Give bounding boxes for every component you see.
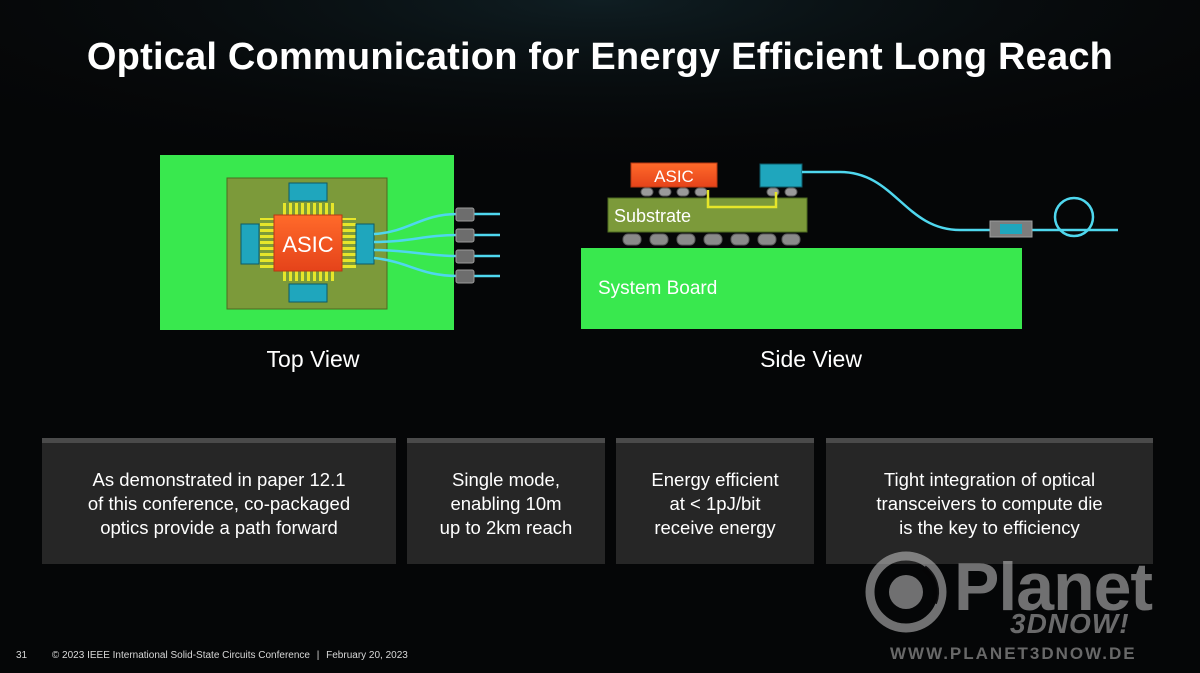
system-board-label: System Board [598, 278, 717, 299]
side-view-asic-label: ASIC [654, 167, 694, 186]
top-view-fibers [373, 212, 500, 278]
info-text-cpo: As demonstrated in paper 12.1 of this co… [87, 468, 351, 538]
transceiver-left [240, 223, 260, 265]
asic-pins-left [260, 218, 274, 268]
interconnect-trace [706, 190, 778, 209]
info-box-integration: Tight integration of optical transceiver… [826, 438, 1153, 564]
top-view-caption: Top View [266, 346, 360, 372]
side-view-transceiver [759, 163, 803, 188]
asic-pins-right [342, 218, 356, 268]
info-text-single-mode: Single mode, enabling 10m up to 2km reac… [439, 468, 573, 538]
info-text-energy: Energy efficient at < 1pJ/bit receive en… [651, 468, 779, 538]
footer-separator: | [316, 650, 320, 661]
watermark: Planet 3DNOW! WWW.PLANET3DNOW.DE [862, 548, 1192, 668]
fiber-connector-core [1000, 224, 1022, 234]
top-view-asic-label: ASIC [282, 232, 333, 257]
side-view-caption: Side View [760, 346, 862, 372]
side-view-diagram: System Board Substrate ASIC [581, 162, 1118, 329]
substrate-label: Substrate [614, 206, 691, 226]
system-board [581, 248, 1022, 329]
transceiver-right [355, 223, 375, 265]
top-view-connectors [455, 207, 475, 284]
transceiver-bottom [288, 283, 328, 303]
watermark-brand: Planet [954, 549, 1153, 625]
transceiver-top [288, 182, 328, 202]
asic-pins-top [281, 203, 335, 215]
slide-title: Optical Communication for Energy Efficie… [86, 36, 1114, 78]
side-view-asic [630, 162, 718, 188]
watermark-brand-sub: 3DNOW! [1010, 608, 1130, 639]
page-number: 31 [16, 650, 28, 661]
info-text-integration: Tight integration of optical transceiver… [876, 468, 1103, 538]
top-view-asic [273, 214, 343, 272]
side-view-fiber [802, 170, 1118, 238]
micro-bumps [640, 187, 798, 197]
footer-date: February 20, 2023 [326, 650, 408, 661]
info-box-energy: Energy efficient at < 1pJ/bit receive en… [616, 438, 814, 564]
top-view-diagram: ASIC [160, 155, 500, 330]
footer: 31 © 2023 IEEE International Solid-State… [16, 650, 430, 661]
asic-pins-bottom [281, 269, 335, 281]
bga-balls [622, 233, 801, 246]
watermark-url: WWW.PLANET3DNOW.DE [890, 644, 1137, 663]
planet-logo-icon [865, 551, 947, 633]
info-box-single-mode: Single mode, enabling 10m up to 2km reac… [407, 438, 605, 564]
copyright-text: © 2023 IEEE International Solid-State Ci… [51, 650, 310, 661]
info-box-cpo: As demonstrated in paper 12.1 of this co… [42, 438, 396, 564]
